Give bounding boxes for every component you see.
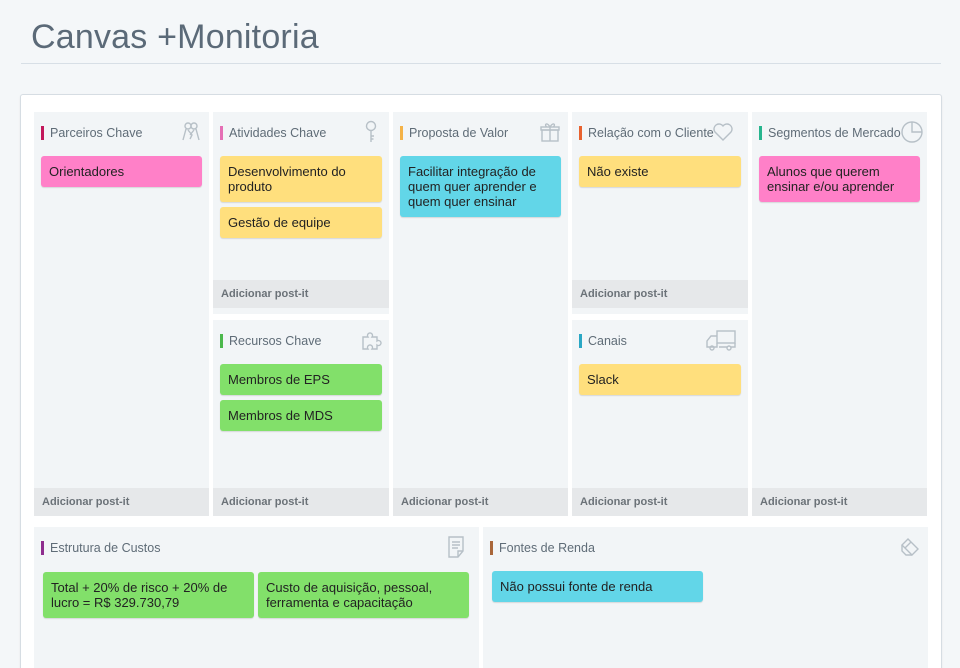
add-post-it-button[interactable]: Adicionar post-it <box>572 488 748 516</box>
add-post-it-button[interactable]: Adicionar post-it <box>213 280 389 308</box>
note-alunos[interactable]: Alunos que querem ensinar e/ou aprender <box>759 156 920 202</box>
block-title: Recursos Chave <box>229 334 322 348</box>
block-header: Parceiros Chave <box>41 122 203 144</box>
title-divider <box>21 63 941 64</box>
note-nao-existe[interactable]: Não existe <box>579 156 741 187</box>
block-header: Atividades Chave <box>220 120 383 144</box>
note-slack[interactable]: Slack <box>579 364 741 395</box>
block-header: Segmentos de Mercado <box>759 121 923 144</box>
color-bar <box>579 126 582 140</box>
add-post-it-button[interactable]: Adicionar post-it <box>572 280 748 308</box>
add-post-it-button[interactable]: Adicionar post-it <box>393 488 568 516</box>
block-header: Canais <box>579 330 742 352</box>
block-canais: Canais Slack Adicionar post-it <box>572 320 748 516</box>
block-estrutura-custos: Estrutura de Custos Total + 20% de risco… <box>34 527 479 668</box>
block-title: Fontes de Renda <box>499 541 595 555</box>
note-desenvolvimento[interactable]: Desenvolvimento do produto <box>220 156 382 202</box>
add-post-it-button[interactable]: Adicionar post-it <box>752 488 927 516</box>
block-title: Segmentos de Mercado <box>768 126 901 140</box>
block-proposta-valor: Proposta de Valor Facilitar integração d… <box>393 112 568 516</box>
block-title: Relação com o Cliente <box>588 126 714 140</box>
color-bar <box>220 334 223 348</box>
note-gestao-equipe[interactable]: Gestão de equipe <box>220 207 382 238</box>
key-icon <box>359 120 383 144</box>
color-bar <box>759 126 762 140</box>
note-orientadores[interactable]: Orientadores <box>41 156 202 187</box>
block-header: Estrutura de Custos <box>41 536 473 559</box>
note-facilitar-integracao[interactable]: Facilitar integração de quem quer aprend… <box>400 156 561 217</box>
block-relacao-cliente: Relação com o Cliente Não existe Adicion… <box>572 112 748 314</box>
color-bar <box>490 541 493 555</box>
page-title: Canvas +Monitoria <box>31 18 319 56</box>
handshake-icon <box>179 120 203 144</box>
block-header: Recursos Chave <box>220 332 383 352</box>
block-title: Proposta de Valor <box>409 126 509 140</box>
block-recursos-chave: Recursos Chave Membros de EPS Membros de… <box>213 320 389 516</box>
block-title: Atividades Chave <box>229 126 327 140</box>
money-bag-icon <box>898 535 922 559</box>
block-title: Parceiros Chave <box>50 126 143 140</box>
note-custo-aquisicao[interactable]: Custo de aquisição, pessoal, ferramenta … <box>258 572 469 618</box>
block-atividades-chave: Atividades Chave Desenvolvimento do prod… <box>213 112 389 314</box>
puzzle-icon <box>359 328 383 352</box>
block-header: Proposta de Valor <box>400 123 562 144</box>
note-membros-mds[interactable]: Membros de MDS <box>220 400 382 431</box>
add-post-it-button[interactable]: Adicionar post-it <box>34 488 209 516</box>
block-header: Relação com o Cliente <box>579 123 742 144</box>
canvas-board: Parceiros Chave Orientadores Adicionar p… <box>20 94 942 668</box>
color-bar <box>579 334 582 348</box>
block-fontes-renda: Fontes de Renda Não possui fonte de rend… <box>483 527 928 668</box>
block-title: Estrutura de Custos <box>50 541 161 555</box>
pie-chart-icon <box>900 120 924 144</box>
receipt-icon <box>444 535 468 559</box>
color-bar <box>41 126 44 140</box>
block-header: Fontes de Renda <box>490 538 922 559</box>
color-bar <box>41 541 44 555</box>
color-bar <box>220 126 223 140</box>
note-membros-eps[interactable]: Membros de EPS <box>220 364 382 395</box>
gift-icon <box>538 120 562 144</box>
color-bar <box>400 126 403 140</box>
add-post-it-button[interactable]: Adicionar post-it <box>213 488 389 516</box>
note-nao-possui-fonte[interactable]: Não possui fonte de renda <box>492 571 703 602</box>
heart-icon <box>709 120 737 144</box>
truck-icon <box>705 328 737 352</box>
block-title: Canais <box>588 334 627 348</box>
block-segmentos-mercado: Segmentos de Mercado Alunos que querem e… <box>752 112 927 516</box>
block-parceiros-chave: Parceiros Chave Orientadores Adicionar p… <box>34 112 209 516</box>
note-total-risco-lucro[interactable]: Total + 20% de risco + 20% de lucro = R$… <box>43 572 254 618</box>
